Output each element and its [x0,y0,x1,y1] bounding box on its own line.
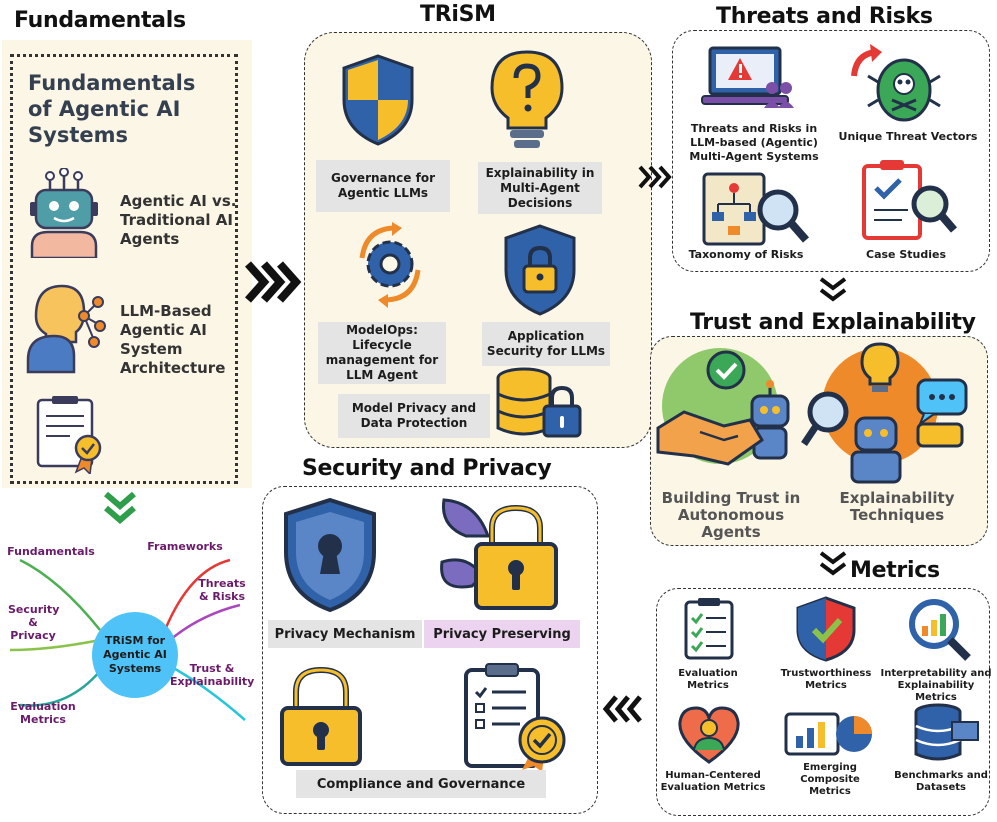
magnifier-chart-icon [909,599,971,661]
section-title-threats: Threats and Risks [716,4,933,29]
explainability-robot-icon [801,342,968,484]
mindmap-branch-security: Security & Privacy [8,603,60,642]
database-lock-icon [496,367,582,438]
metrics-item-human-centered: Human-Centered Evaluation Metrics [660,770,766,793]
mindmap-branch-evaluation: Evaluation Metrics [10,700,76,726]
threats-panel [672,30,990,272]
trism-item-application-security: Application Security for LLMs [482,322,610,366]
metrics-item-benchmarks: Benchmarks and Datasets [894,770,988,793]
threats-item-case-studies: Case Studies [866,248,946,261]
security-panel [262,486,598,814]
database-flag-icon [914,703,979,761]
taxonomy-magnifier-icon [702,172,810,246]
trism-item-model-privacy: Model Privacy and Data Protection [338,394,490,438]
mindmap-branch-frameworks: Frameworks [147,540,223,553]
metrics-panel [656,588,990,816]
metrics-item-evaluation: Evaluation Metrics [678,668,738,691]
laptop-warning-icon [701,46,794,108]
section-title-trism: TRiSM [420,2,496,27]
chevron-left-icon [602,695,642,723]
bar-pie-icon [784,712,872,756]
chevron-down-icon [819,551,847,576]
trism-item-governance: Governance for Agentic LLMs [316,160,450,212]
chevron-down-icon [104,491,136,524]
threats-item-taxonomy: Taxonomy of Risks [688,248,804,261]
fundamentals-item-agentic-vs-traditional: Agentic AI vs. Traditional AI Agents [120,192,237,248]
security-item-privacy-preserving: Privacy Preserving [424,620,580,648]
metrics-item-composite: Emerging Composite Metrics [800,762,860,797]
chevron-right-icon [638,165,672,189]
security-item-compliance: Compliance and Governance [296,770,546,798]
mindmap-center-label: TRiSM for Agentic AI Systems [103,634,167,675]
metrics-item-interpretability: Interpretability and Explainability Metr… [880,668,992,703]
trust-item-building-trust: Building Trust in Autonomous Agents [661,489,801,541]
trism-item-explainability: Explainability in Multi-Agent Decisions [478,162,602,214]
shield-keyhole-icon [284,497,376,613]
fundamentals-heading: Fundamentals of Agentic AI Systems [28,71,196,147]
bug-icon [851,44,941,122]
metrics-item-trustworthiness: Trustworthiness Metrics [780,668,872,691]
fundamentals-panel [10,54,238,484]
clipboard-magnifier-icon [862,160,958,240]
chevron-down-icon [819,277,847,302]
trust-item-explainability-techniques: Explainability Techniques [839,489,955,524]
section-title-trust: Trust and Explainability [690,310,976,335]
padlock-icon [280,666,362,766]
fundamentals-item-architecture: LLM-Based Agentic AI System Architecture [120,302,226,377]
security-item-privacy-mechanism: Privacy Mechanism [268,620,422,648]
section-title-metrics: Metrics [850,558,940,583]
mindmap-branch-fundamentals: Fundamentals [7,545,95,558]
shield-lock-icon [504,224,576,316]
handshake-robot-icon [656,348,790,466]
clipboard-badge-icon [464,663,566,772]
leaf-lock-icon [440,498,558,610]
robot-icon [30,168,98,258]
heart-person-icon [678,706,740,764]
threats-item-llm-mas: Threats and Risks in LLM-based (Agentic)… [689,122,819,163]
section-title-security: Security and Privacy [302,456,552,481]
chevron-right-icon [245,261,302,303]
threats-item-vectors: Unique Threat Vectors [838,130,978,143]
gear-cycle-icon [359,222,421,308]
lightbulb-question-icon [490,50,564,148]
checklist-icon [684,598,734,660]
certificate-icon [36,396,102,474]
mindmap-branch-trust: Trust & Explainability [170,662,255,688]
shield-icon [342,54,414,146]
shield-check-icon [796,596,856,662]
section-title-fundamentals: Fundamentals [14,8,186,33]
mindmap-branch-threats: Threats & Risks [198,577,246,603]
head-network-icon [26,284,106,374]
trism-item-modelops: ModelOps: Lifecycle management for LLM A… [318,322,446,384]
mindmap-center-node: TRiSM for Agentic AI Systems [92,612,178,698]
